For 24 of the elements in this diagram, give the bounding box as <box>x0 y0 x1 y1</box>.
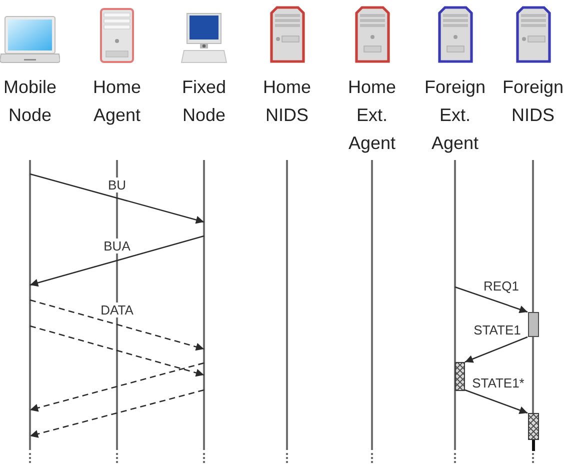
message-arrow <box>30 389 204 438</box>
message-arrow <box>30 325 204 377</box>
message-arrow <box>30 362 204 412</box>
activation-bar <box>528 312 538 337</box>
participant-label: Mobile Node <box>2 76 58 127</box>
participant-label: Fixed Node <box>180 76 227 127</box>
edge-label: STATE1* <box>470 375 526 390</box>
edge-label: DATA <box>98 302 136 317</box>
message-arrow <box>30 173 204 224</box>
message-arrow <box>30 299 204 351</box>
edge-label: STATE1 <box>472 322 523 337</box>
message-arrow <box>464 389 528 414</box>
activation-bar <box>528 413 538 440</box>
participant-label: Home Agent <box>92 76 142 127</box>
activation-bar <box>455 362 465 391</box>
participant-label: Foreign NIDS <box>501 76 565 127</box>
edge-label: BUA <box>102 238 132 253</box>
participant-label: Home NIDS <box>262 76 312 127</box>
message-arrow <box>464 336 528 363</box>
participant-label: Foreign Ext. Agent <box>423 76 487 155</box>
edge-label: REQ1 <box>482 278 521 293</box>
message-arrow <box>454 286 528 314</box>
message-arrow <box>30 235 204 287</box>
participant-label: Home Ext. Agent <box>346 76 397 155</box>
